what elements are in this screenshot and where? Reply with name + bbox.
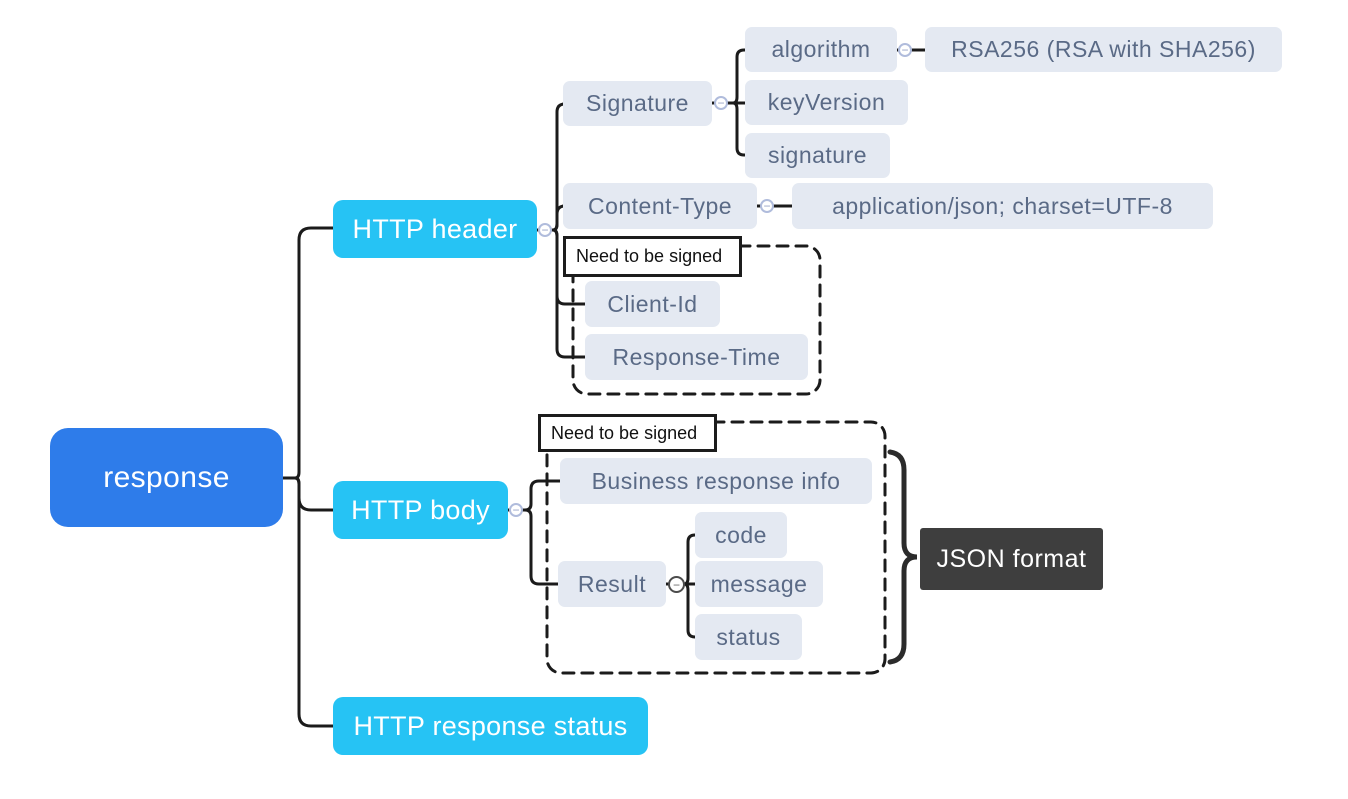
connector-signature-to-signature-child xyxy=(710,101,747,157)
node-code[interactable]: code xyxy=(695,512,787,558)
connector-body-to-result xyxy=(506,508,560,586)
collapse-icon-http-header[interactable]: − xyxy=(538,223,552,237)
group-boundary-header-signed xyxy=(571,244,822,396)
group-label-body-signed: Need to be signed xyxy=(538,414,717,452)
json-format-brace xyxy=(887,449,918,665)
node-content-type[interactable]: Content-Type xyxy=(563,183,757,229)
connector-header-to-response-time xyxy=(535,228,587,359)
node-result[interactable]: Result xyxy=(558,561,666,607)
collapse-icon-http-body[interactable]: − xyxy=(509,503,523,517)
connector-root-to-http-response-status xyxy=(281,476,335,728)
node-response-time[interactable]: Response-Time xyxy=(585,334,808,380)
node-business-response-info[interactable]: Business response info xyxy=(560,458,872,504)
node-response-root[interactable]: response xyxy=(50,428,283,527)
node-http-header[interactable]: HTTP header xyxy=(333,200,537,258)
node-status[interactable]: status xyxy=(695,614,802,660)
node-signature[interactable]: signature xyxy=(745,133,890,178)
node-http-response-status[interactable]: HTTP response status xyxy=(333,697,648,755)
connector-result-to-status xyxy=(664,582,697,639)
node-json-format[interactable]: JSON format xyxy=(920,528,1103,590)
connector-root-to-http-body xyxy=(281,476,335,512)
node-algorithm-value[interactable]: RSA256 (RSA with SHA256) xyxy=(925,27,1282,72)
node-key-version[interactable]: keyVersion xyxy=(745,80,908,125)
connector-header-to-signature-group xyxy=(535,102,566,232)
node-client-id[interactable]: Client-Id xyxy=(585,281,720,327)
node-algorithm[interactable]: algorithm xyxy=(745,27,897,72)
group-label-header-signed: Need to be signed xyxy=(563,236,742,277)
node-message[interactable]: message xyxy=(695,561,823,607)
collapse-icon-content-type[interactable]: − xyxy=(760,199,774,213)
collapse-icon-result[interactable]: − xyxy=(668,576,685,593)
collapse-icon-signature-group[interactable]: − xyxy=(714,96,728,110)
node-signature-group[interactable]: Signature xyxy=(563,81,712,126)
collapse-icon-algorithm[interactable]: − xyxy=(898,43,912,57)
node-http-body[interactable]: HTTP body xyxy=(333,481,508,539)
node-content-type-value[interactable]: application/json; charset=UTF-8 xyxy=(792,183,1213,229)
connector-root-to-http-header xyxy=(281,226,335,480)
